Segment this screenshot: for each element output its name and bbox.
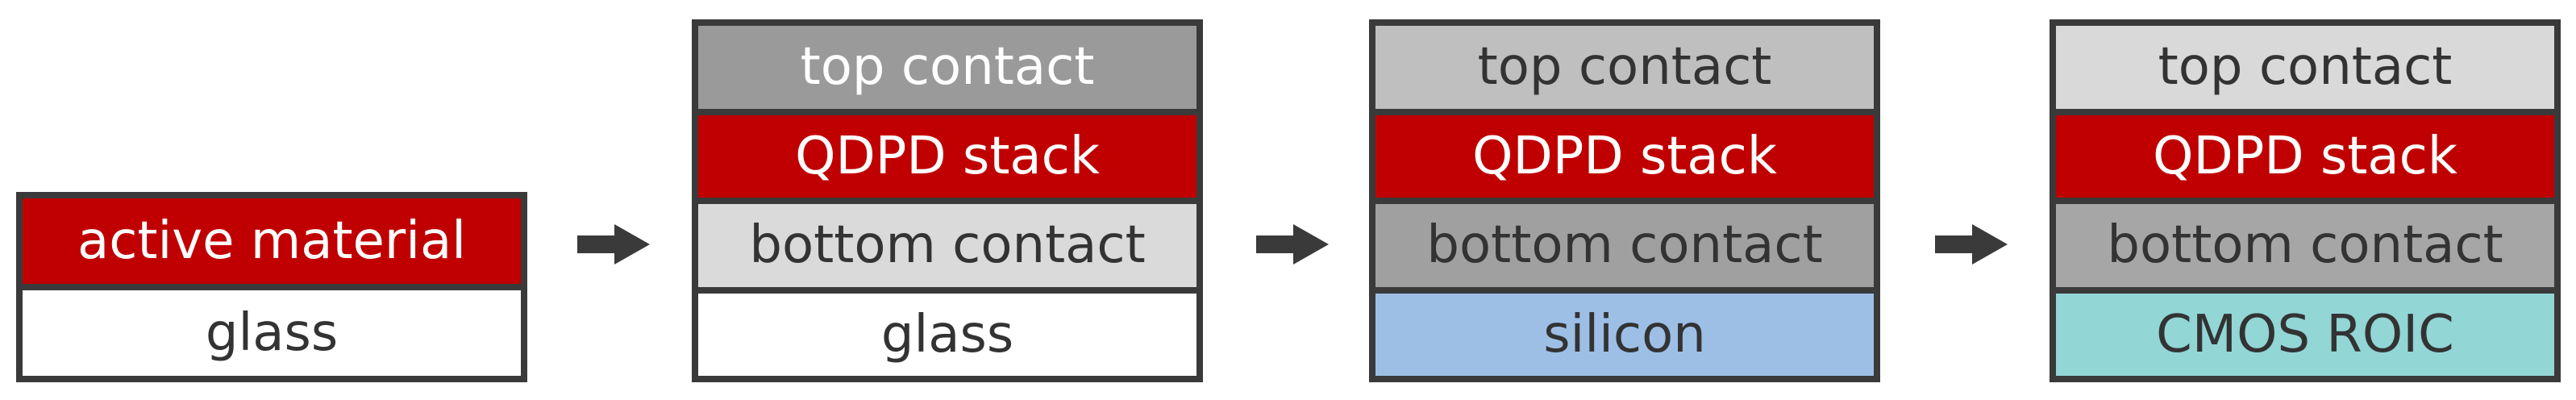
layer-silicon: silicon [1375, 293, 1874, 376]
layer-label: silicon [1543, 304, 1706, 365]
layer-bottom-contact: bottom contact [1375, 204, 1874, 287]
layer-label: glass [205, 303, 339, 363]
layer-glass: glass [698, 293, 1196, 376]
layer-label: bottom contact [749, 215, 1146, 276]
layer-bottom-contact: bottom contact [698, 204, 1196, 287]
arrow-right-icon [1256, 224, 1329, 265]
layer-bottom-contact: bottom contact [2056, 204, 2554, 287]
stack-stage-2: top contact QDPD stack bottom contact gl… [692, 19, 1203, 382]
layer-label: bottom contact [1426, 215, 1823, 276]
layer-label: CMOS ROIC [2156, 304, 2454, 365]
layer-active-material: active material [23, 198, 521, 284]
layer-qdpd-stack: QDPD stack [2056, 115, 2554, 198]
layer-label: bottom contact [2107, 215, 2503, 276]
layer-qdpd-stack: QDPD stack [1375, 115, 1874, 198]
layer-label: top contact [2158, 37, 2453, 98]
layer-label: QDPD stack [795, 126, 1100, 186]
layer-label: QDPD stack [1472, 126, 1777, 186]
layer-label: glass [880, 304, 1014, 365]
layer-label: top contact [1477, 37, 1772, 98]
layer-top-contact: top contact [698, 26, 1196, 109]
stack-stage-3: top contact QDPD stack bottom contact si… [1369, 19, 1880, 382]
layer-label: active material [77, 211, 466, 271]
layer-top-contact: top contact [2056, 26, 2554, 109]
stack-stage-4: top contact QDPD stack bottom contact CM… [2050, 19, 2561, 382]
layer-label: top contact [800, 37, 1095, 98]
arrow-right-icon [577, 224, 650, 265]
arrow-right-icon [1935, 224, 2008, 265]
stack-stage-1: active material glass [16, 192, 527, 382]
layer-label: QDPD stack [2153, 126, 2457, 186]
layer-top-contact: top contact [1375, 26, 1874, 109]
layer-qdpd-stack: QDPD stack [698, 115, 1196, 198]
layer-glass: glass [23, 290, 521, 376]
layer-cmos-roic: CMOS ROIC [2056, 293, 2554, 376]
